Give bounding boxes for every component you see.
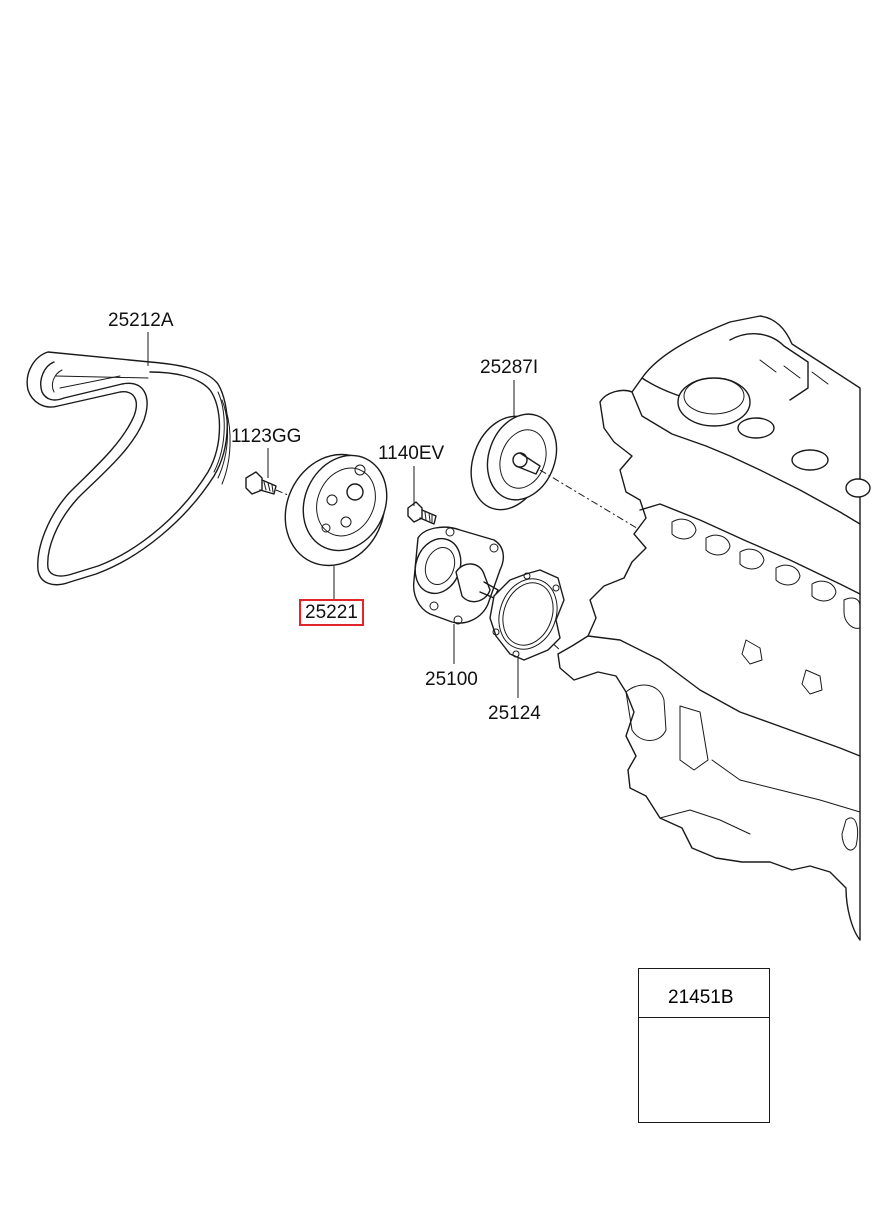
bolt-1123gg [245,471,301,501]
label-bolt-b: 1140EV [378,443,445,464]
bolt-1140ev [407,501,437,525]
idler-pulley [470,413,641,531]
label-gasket: 25124 [488,703,541,724]
label-pump: 25100 [425,669,478,690]
engine-block [557,315,871,941]
ref-part-label: 21451B [668,987,734,1008]
ref-part-header: 21451B [639,969,769,1018]
label-pulley-highlighted[interactable]: 25221 [299,599,364,626]
label-bolt-a: 1123GG [231,426,302,447]
label-belt: 25212A [108,310,174,331]
drive-belt [26,351,231,586]
label-idler: 25287I [480,357,539,378]
water-pump [412,526,561,651]
pump-gasket [489,569,565,661]
ref-part-box: 21451B [638,968,770,1123]
water-pump-pulley [284,453,388,567]
